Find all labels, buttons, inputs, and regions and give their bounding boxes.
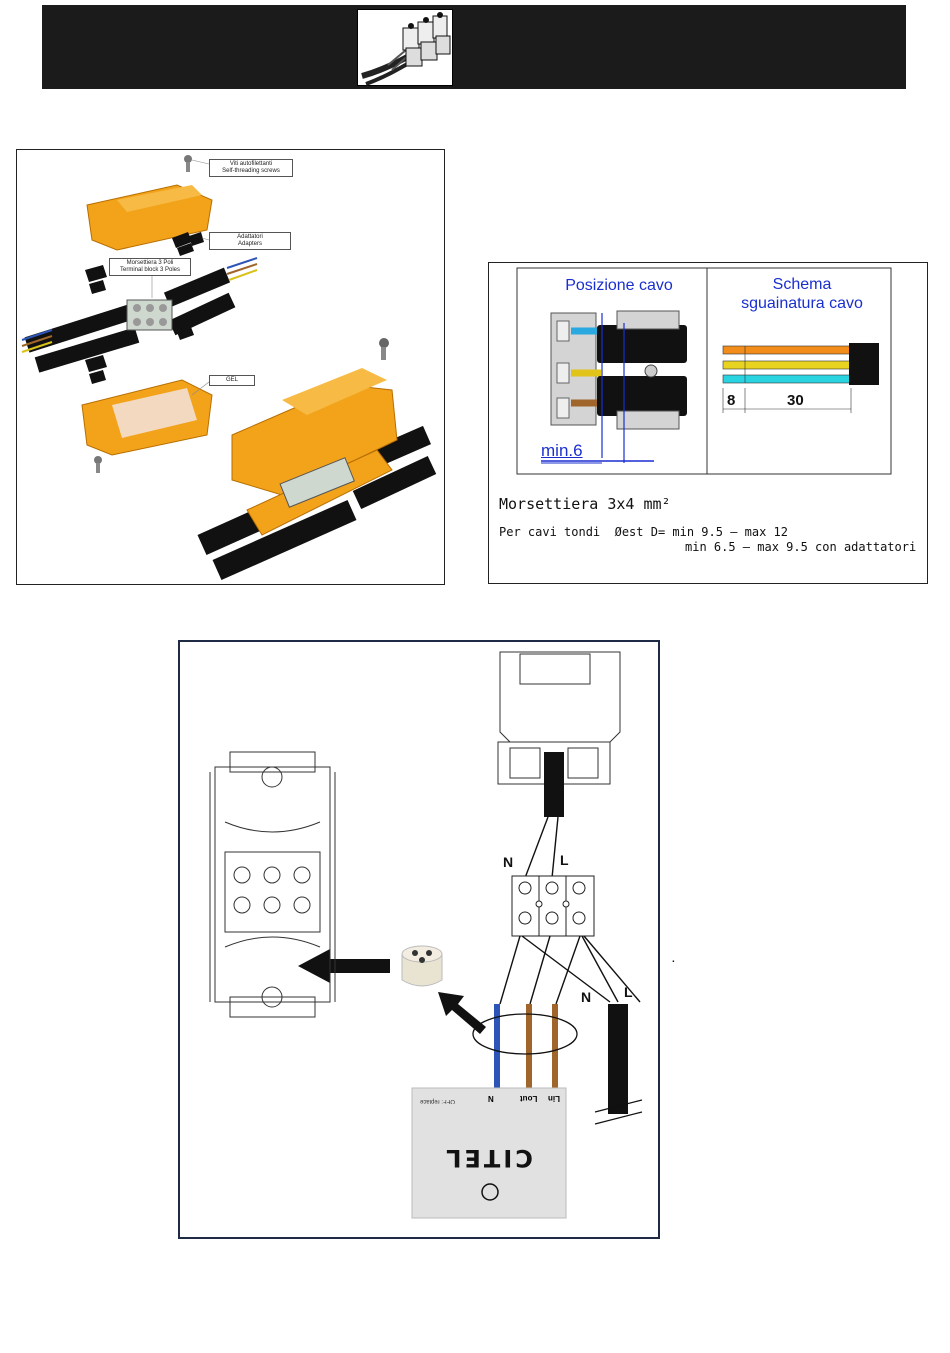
term-label-n: N (488, 1094, 494, 1103)
min-distance-label: min.6 (541, 441, 583, 461)
dot-mark: . (672, 954, 675, 965)
screw-icon (379, 338, 389, 360)
citel-brand-text: CITEL (438, 1144, 538, 1172)
cable-diameter-line2: min 6.5 — max 9.5 con adattatori (685, 540, 916, 554)
strip-length-30: 30 (787, 392, 804, 409)
connector-header-icon (357, 9, 453, 86)
gel-plug-icon (402, 946, 442, 986)
cable-position-title: Posizione cavo (549, 277, 689, 295)
stripping-title: Schema sguainatura cavo (717, 275, 887, 313)
line-label-top: L (560, 852, 569, 868)
direction-arrow-icon (438, 992, 486, 1034)
wiring-diagram-panel: N L N L . CITEL N Lout Lin OFF: replace (178, 640, 660, 1239)
term-label-lin: Lin (548, 1094, 560, 1103)
wire-bundle-ring (473, 1014, 577, 1054)
cable-spec-panel: Posizione cavo Schema sguainatura cavo m… (488, 262, 928, 584)
terminal-strip (512, 876, 594, 936)
assembled-connector (202, 368, 432, 570)
cable-diameter-line1: Per cavi tondi Øest D= min 9.5 — max 12 (499, 525, 788, 539)
neutral-label-bottom: N (581, 989, 591, 1005)
supply-cable (544, 752, 564, 817)
junction-box-enclosure (210, 752, 335, 1017)
terminal-spec: Morsettiera 3x4 mm² (499, 495, 671, 513)
wire-lout (526, 1004, 532, 1094)
screw-icon (184, 155, 192, 172)
screw-icon (94, 456, 102, 473)
neutral-label-top: N (503, 854, 513, 870)
term-label-lout: Lout (520, 1094, 537, 1103)
output-cable (608, 1004, 628, 1114)
bottom-shell-with-gel (82, 380, 212, 455)
insert-arrow-icon (298, 949, 390, 983)
strip-length-8: 8 (727, 392, 735, 409)
line-label-bottom: L (624, 984, 633, 1000)
header-bar (42, 5, 906, 89)
off-replace-label: OFF: replace (420, 1098, 455, 1104)
callout-gel: GEL (209, 375, 255, 386)
stripping-title-line2: sguainatura cavo (741, 295, 863, 312)
stripping-title-line1: Schema (773, 276, 832, 293)
terminal-block (127, 300, 172, 330)
